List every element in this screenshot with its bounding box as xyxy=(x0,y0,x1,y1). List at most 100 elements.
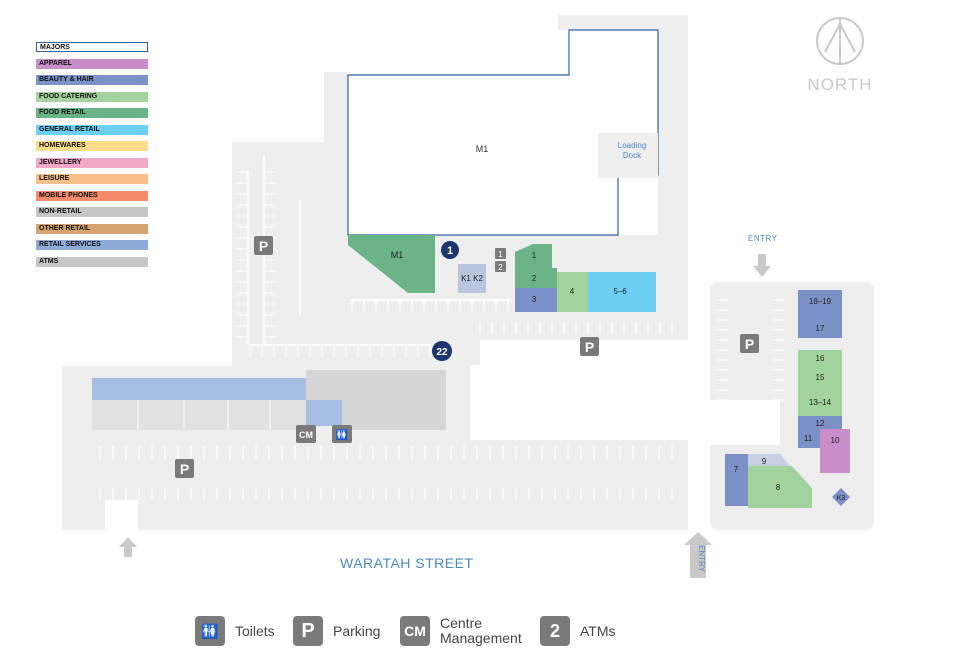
legend-parking-label: Parking xyxy=(333,623,381,639)
shop-5-6[interactable] xyxy=(588,272,656,312)
marker-1[interactable]: 1 xyxy=(441,241,459,259)
shop-8[interactable] xyxy=(748,466,812,508)
entry-arrow-bottom xyxy=(684,532,712,578)
shop-11[interactable] xyxy=(798,429,820,448)
legend-item: LEISURE xyxy=(36,174,148,184)
retail-services-small[interactable] xyxy=(306,400,342,426)
shop-12[interactable] xyxy=(798,416,842,429)
shop-10-label: 10 xyxy=(831,436,840,445)
toilets-icon-map: 🚻 xyxy=(332,425,352,443)
legend-item: GENERAL RETAIL xyxy=(36,124,148,135)
atm-icon-map: 1 2 xyxy=(495,248,506,272)
legend-item: ATMS xyxy=(36,256,148,267)
centre-management-icon-map: CM xyxy=(296,425,316,443)
major-m1-label: M1 xyxy=(476,144,489,154)
shop-18-19[interactable] xyxy=(798,290,842,320)
shop-4-label: 4 xyxy=(570,287,575,296)
svg-text:1: 1 xyxy=(447,245,453,257)
compass-icon xyxy=(816,17,864,65)
legend-item: BEAUTY & HAIR xyxy=(36,75,148,85)
shop-2[interactable] xyxy=(515,268,557,288)
shop-2-label: 2 xyxy=(532,274,537,283)
toilets-icon: 🚻 xyxy=(195,616,225,646)
shop-m1-food[interactable] xyxy=(348,235,435,293)
north-indicator: NORTH xyxy=(806,16,874,95)
entry-label-east: ENTRY xyxy=(748,234,778,243)
shop-3-label: 3 xyxy=(532,295,537,304)
shop-15-label: 15 xyxy=(816,373,825,382)
kiosk-k1-k2-label: K1 K2 xyxy=(461,274,483,283)
shop-11-label: 11 xyxy=(804,434,813,443)
shop-18-19-label: 18–19 xyxy=(809,297,832,306)
shop-16-label: 16 xyxy=(816,354,825,363)
south-shop-strip xyxy=(92,370,446,430)
shop-1-label: 1 xyxy=(532,251,537,260)
atm-icon: 2 xyxy=(540,616,570,646)
shop-15[interactable] xyxy=(798,366,842,388)
parking-symbol-east: P xyxy=(740,334,759,353)
category-legend: MAJORS APPAREL BEAUTY & HAIR FOOD CATERING F… xyxy=(36,42,148,273)
svg-text:22: 22 xyxy=(436,347,448,358)
shop-4[interactable] xyxy=(557,272,588,312)
shop-m1-food-label: M1 xyxy=(391,250,404,260)
legend-item: OTHER RETAIL xyxy=(36,223,148,234)
shop-1[interactable] xyxy=(515,244,552,268)
legend-centre-label: Centre xyxy=(440,615,483,631)
shop-12-label: 12 xyxy=(816,419,825,428)
legend-parking: P Parking xyxy=(293,614,380,648)
legend-toilets: 🚻 Toilets xyxy=(195,614,275,648)
svg-text:CM: CM xyxy=(299,430,313,440)
legend-centre-management: CM Centre Management xyxy=(400,614,522,648)
legend-item: FOOD RETAIL xyxy=(36,108,148,118)
shop-16[interactable] xyxy=(798,350,842,366)
east-building: 18–19 17 16 15 13–14 12 11 10 9 7 8 K3 xyxy=(725,290,850,508)
svg-text:1: 1 xyxy=(498,250,503,259)
shop-7-label: 7 xyxy=(734,465,739,474)
loading-dock-label-2: Dock xyxy=(623,151,642,160)
kiosk-k1-k2[interactable] xyxy=(458,264,486,293)
legend-atms-label: ATMs xyxy=(580,623,616,639)
shop-7[interactable] xyxy=(725,454,748,506)
kiosk-k3[interactable] xyxy=(832,488,850,506)
parking-symbol-south: P xyxy=(175,459,194,478)
entry-arrow-bottom-left xyxy=(119,537,137,557)
loading-dock-area xyxy=(598,133,658,178)
shop-3[interactable] xyxy=(515,288,557,312)
legend-management-label: Management xyxy=(440,630,522,646)
svg-text:P: P xyxy=(745,336,754,352)
legend-toilets-label: Toilets xyxy=(235,623,275,639)
shop-9-label: 9 xyxy=(762,457,767,466)
facilities-legend: 🚻 Toilets P Parking CM Centre Management… xyxy=(0,614,960,648)
legend-item: RETAIL SERVICES xyxy=(36,240,148,250)
shop-10[interactable] xyxy=(820,429,850,473)
north-label: NORTH xyxy=(807,75,873,94)
shop-17-label: 17 xyxy=(816,324,825,333)
carpark-bay-lines xyxy=(99,171,784,500)
legend-item: JEWELLERY xyxy=(36,157,148,168)
legend-item: APPAREL xyxy=(36,58,148,69)
kiosk-k3-label: K3 xyxy=(837,495,846,502)
entry-arrow-right xyxy=(753,254,771,277)
legend-item: NON-RETAIL xyxy=(36,207,148,217)
legend-atms: 2 ATMs xyxy=(540,614,616,648)
shop-17[interactable] xyxy=(798,320,842,338)
shop-13-14[interactable] xyxy=(798,388,842,416)
shop-8-label: 8 xyxy=(776,483,781,492)
parking-icon: P xyxy=(293,616,323,646)
svg-text:P: P xyxy=(585,339,594,355)
marker-22[interactable]: 22 xyxy=(432,341,452,361)
svg-text:2: 2 xyxy=(498,263,503,272)
legend-item: MAJORS xyxy=(36,42,148,52)
shop-5-6-label: 5–6 xyxy=(613,287,627,296)
legend-item: FOOD CATERING xyxy=(36,91,148,102)
loading-dock-label-1: Loading xyxy=(618,141,646,150)
parking-symbol-west: P xyxy=(254,236,273,255)
shop-13-14-label: 13–14 xyxy=(809,398,832,407)
shop-9[interactable] xyxy=(748,454,790,466)
retail-services-block[interactable] xyxy=(92,378,306,400)
entry-label-south: ENTRY xyxy=(697,545,706,572)
shops-north-row: 1 2 3 4 5–6 xyxy=(515,244,656,312)
centre-management-icon: CM xyxy=(400,616,430,646)
svg-text:P: P xyxy=(259,238,268,254)
svg-text:🚻: 🚻 xyxy=(336,428,348,441)
